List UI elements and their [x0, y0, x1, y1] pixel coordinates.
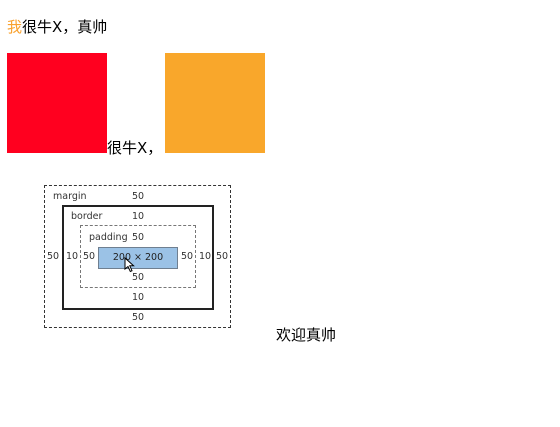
- accent-char: 我: [7, 18, 23, 36]
- content-size-label: 200 × 200: [112, 252, 164, 263]
- inline-text: 很牛X，: [107, 139, 163, 157]
- margin-label: margin: [53, 191, 87, 202]
- border-top-value: 10: [132, 211, 145, 222]
- margin-right-value: 50: [216, 251, 229, 262]
- mouse-pointer-icon: [124, 257, 135, 273]
- orange-square: [165, 53, 265, 153]
- intro-rest: 很牛X，真帅: [22, 18, 108, 36]
- border-label: border: [71, 211, 103, 222]
- red-square: [7, 53, 107, 153]
- margin-bottom-value: 50: [132, 312, 145, 323]
- margin-left-value: 50: [47, 251, 60, 262]
- margin-top-value: 50: [132, 191, 145, 202]
- content-box[interactable]: 200 × 200: [98, 247, 178, 269]
- padding-top-value: 50: [132, 232, 145, 243]
- intro-text: 我很牛X，真帅: [7, 17, 107, 37]
- border-right-value: 10: [199, 251, 212, 262]
- border-box: [62, 205, 214, 310]
- border-bottom-value: 10: [132, 292, 145, 303]
- padding-right-value: 50: [181, 251, 194, 262]
- padding-label: padding: [89, 232, 128, 243]
- border-left-value: 10: [66, 251, 79, 262]
- padding-box: [80, 225, 196, 288]
- welcome-text: 欢迎真帅: [276, 326, 337, 344]
- padding-left-value: 50: [83, 251, 96, 262]
- margin-box: [44, 185, 231, 328]
- padding-bottom-value: 50: [132, 272, 145, 283]
